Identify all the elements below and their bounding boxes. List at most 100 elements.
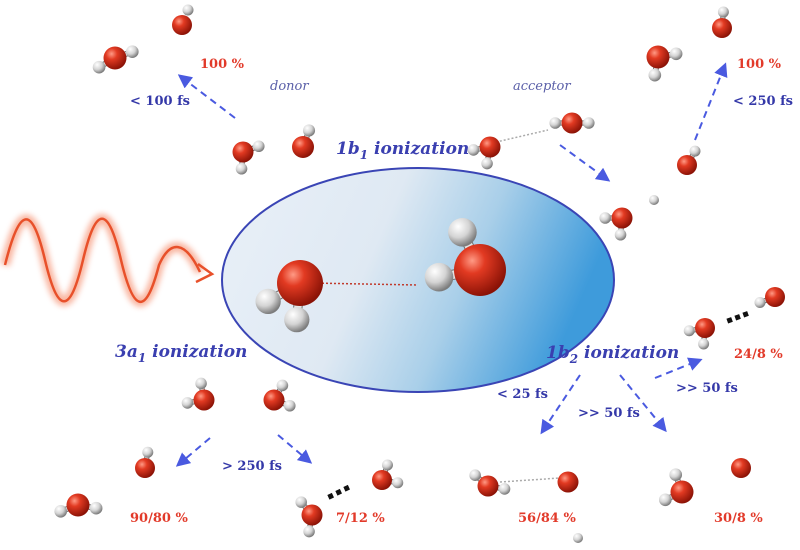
incident-light-wave-icon [0, 213, 215, 307]
label-acceptor: acceptor [513, 79, 571, 94]
hydrogen-atom [498, 483, 511, 495]
hydrogen-atom [284, 307, 310, 333]
oxygen-atom [695, 318, 715, 338]
donor-product-h3o [92, 45, 139, 74]
oxygen-atom [454, 244, 506, 296]
yield-acceptor: 100 % [737, 57, 782, 72]
oxygen-atom [193, 389, 215, 411]
b2-right-h3o [658, 468, 694, 507]
oxygen-atom [712, 18, 732, 38]
oxygen-atom [477, 475, 499, 497]
hydrogen-atom [469, 469, 481, 481]
hydrogen-atom [255, 288, 281, 315]
oxygen-atom [731, 458, 751, 478]
hydrogen-atom [303, 525, 315, 538]
acceptor-hydrogen-bond [491, 129, 549, 144]
hydrogen-atom [181, 397, 194, 409]
hydrogen-atom [195, 377, 207, 390]
hydrogen-atom [669, 47, 683, 61]
hydrogen-atom [717, 6, 729, 18]
oxygen-atom [372, 470, 392, 490]
label-1b1-ionization: 1b1 ionization [336, 139, 469, 162]
label-1b2-ionization: 1b2 ionization [546, 343, 679, 366]
oxygen-atom [677, 155, 697, 175]
time-b2-mid: >> 50 fs [578, 406, 640, 421]
reaction-arrows [175, 62, 728, 467]
hydrogen-atom [424, 262, 454, 292]
hydrogen-atom [583, 117, 595, 129]
hydrogen-atom [125, 45, 139, 59]
oxygen-atom [301, 504, 323, 526]
oxygen-atom [765, 287, 785, 307]
yield-a1-left: 90/80 % [130, 511, 188, 526]
a1-product-oh [135, 446, 155, 478]
hydrogen-atom [649, 195, 659, 205]
oxygen-atom [646, 45, 670, 69]
hydrogen-atom [253, 140, 265, 153]
hydrogen-atom [235, 162, 248, 175]
acceptor-arrow-2 [694, 62, 728, 141]
donor-dimer-water-1 [232, 140, 265, 175]
acceptor-mid-oh [677, 145, 701, 175]
dissociation-dots [327, 311, 749, 500]
b2-left-hbond [499, 477, 561, 483]
hydrogen-atom [142, 446, 154, 458]
hydrogen-atom [89, 501, 103, 515]
yield-b2-right: 30/8 % [714, 511, 763, 526]
hydrogen-atom [658, 493, 672, 507]
hydrogen-atom [276, 379, 289, 392]
hydrogen-atom [182, 4, 194, 16]
acceptor-product-h3o [646, 45, 683, 82]
acceptor-dimer-water-1 [467, 136, 501, 170]
hydrogen-atom [573, 533, 583, 543]
acceptor-product-oh [712, 6, 732, 38]
oxygen-atom [277, 260, 323, 306]
b2-upper-oh [754, 287, 785, 308]
b2-arrow-left [540, 374, 581, 435]
b2-upper-water [683, 318, 715, 350]
hydrogen-atom [448, 217, 477, 247]
a1-water-2 [263, 379, 296, 412]
hydrogen-atom [689, 145, 701, 157]
a1-arrow-right [277, 434, 313, 464]
time-b2-upper: >> 50 fs [676, 381, 738, 396]
label-donor: donor [270, 79, 309, 94]
oxygen-atom [561, 112, 583, 134]
oxygen-atom [263, 389, 285, 411]
b2-arrow-upper [654, 357, 703, 379]
hydrogen-atom [284, 399, 296, 412]
b2-left-water-1 [469, 469, 511, 497]
oxygen-atom [172, 15, 192, 35]
yield-b2-left: 56/84 % [518, 511, 576, 526]
b2-free-h [573, 533, 583, 543]
hydrogen-atom [92, 60, 106, 74]
time-b2-fast: < 25 fs [497, 387, 548, 402]
oxygen-atom [611, 207, 633, 229]
label-3a1-ionization: 3a1 ionization [115, 342, 247, 365]
acceptor-arrow-1 [559, 144, 611, 182]
b2-right-oh [731, 458, 751, 478]
donor-product-oh [172, 15, 192, 35]
hydrogen-atom [392, 477, 404, 489]
a1-right-oh [372, 459, 404, 490]
oxygen-atom [292, 136, 314, 158]
ionization-region-ellipse [221, 167, 615, 393]
oxygen-atom [232, 141, 254, 163]
hydrogen-atom [302, 124, 316, 137]
hydrogen-atom [381, 459, 393, 471]
hydrogen-atom [648, 68, 662, 82]
central-water-donor [255, 260, 323, 333]
time-donor: < 100 fs [130, 94, 190, 109]
b2-arrow-right [619, 374, 667, 433]
oxygen-atom [135, 458, 155, 478]
donor-dimer-water-2 [292, 124, 316, 158]
oxygen-atom [66, 493, 90, 517]
hydrogen-atom [54, 504, 68, 518]
a1-arrow-left [175, 437, 211, 467]
a1-right-h3o [295, 496, 323, 538]
a1-product-h3o [54, 493, 103, 518]
time-acceptor: < 250 fs [733, 94, 793, 109]
hydrogen-atom [295, 496, 307, 508]
